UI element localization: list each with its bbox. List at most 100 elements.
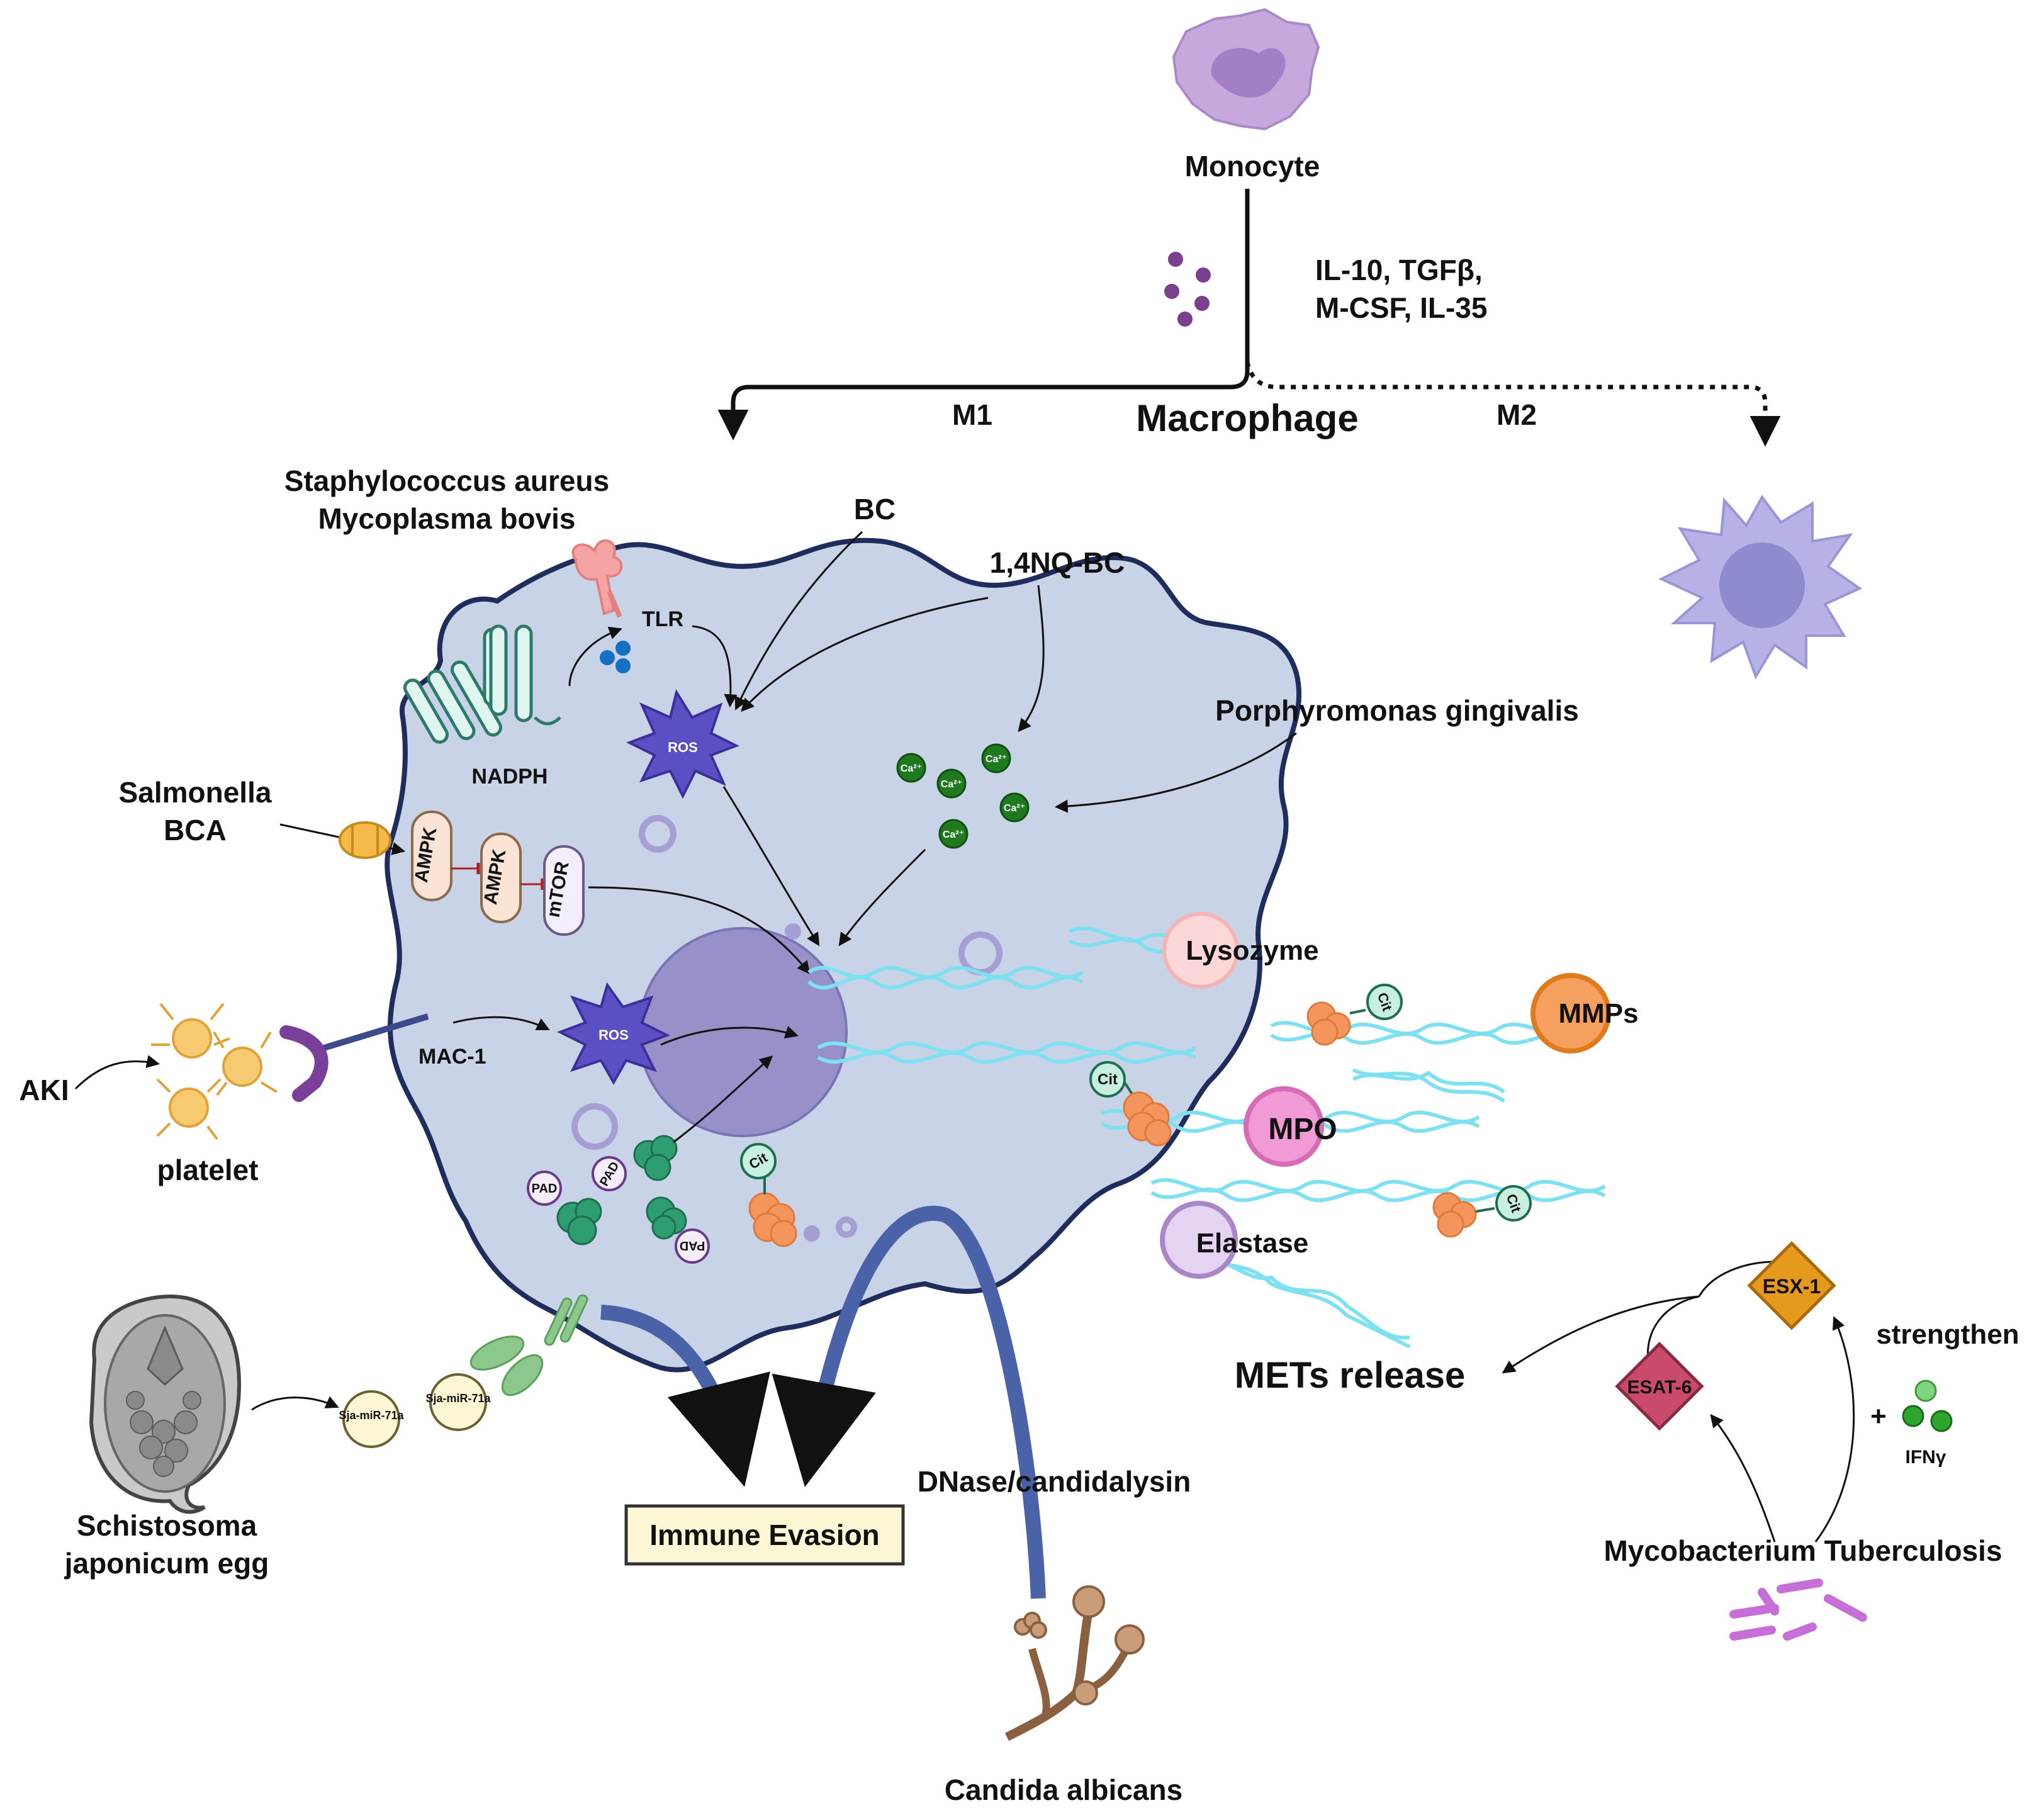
lysozyme-label: Lysozyme: [1186, 935, 1318, 966]
immune-evasion-arrow-right: [772, 1205, 1046, 1599]
mac1-receptor-icon: [279, 1013, 429, 1102]
pad-label-3: PAD: [680, 1239, 705, 1252]
ca-label-1: Ca²⁺: [901, 763, 922, 774]
schistosoma-egg-icon: [89, 1294, 242, 1514]
ca-label-5: Ca²⁺: [943, 829, 964, 840]
esat6-icon: [1615, 1341, 1704, 1431]
mirna-receptor-icon: [469, 1294, 588, 1396]
bc-to-ros-arrow: [734, 531, 863, 711]
lysozyme-icon: [1162, 912, 1239, 989]
ros-burst-mid-icon: [557, 982, 670, 1086]
staph-label-line2: Mycoplasma bovis: [318, 502, 575, 535]
citrullinated-histone-outer-1: [1306, 984, 1403, 1046]
ros-top-label: ROS: [668, 739, 698, 755]
porphyromonas-to-calcium-arrow: [1054, 732, 1297, 813]
tlr-to-ros-arrow: [692, 625, 738, 708]
aki-label: AKI: [19, 1074, 69, 1106]
nq-bc-label: 1,4NQ-BC: [990, 546, 1125, 579]
esat6-label: ESAT-6: [1627, 1377, 1692, 1398]
sja-mirna-2-label: Sja-miR-71a: [425, 1392, 491, 1405]
mmps-icon: [1530, 973, 1611, 1054]
ros-mid-to-nucleus-arrow: [660, 1026, 799, 1046]
egg-to-mirna-arrow: [251, 1396, 339, 1411]
pad-to-nucleus-arrow: [673, 1055, 773, 1144]
ca-label-3: Ca²⁺: [986, 754, 1007, 765]
mycobacterium-rods-icon: [1729, 1578, 1867, 1641]
cytokines-label-line2: M-CSF, IL-35: [1315, 291, 1487, 324]
ampk-1-icon: [411, 811, 452, 901]
ros-to-nucleus-arrow: [722, 786, 820, 947]
sja-mirna-1-icon: [342, 1390, 400, 1448]
mtb-to-esat6-arrow: [1710, 1413, 1776, 1542]
immune-evasion-box: [624, 1504, 905, 1566]
nucleus: [637, 927, 848, 1137]
candida-albicans-icon: [1004, 1585, 1145, 1741]
tlr-label: TLR: [642, 607, 683, 631]
m2-macrophage-cell-icon: [1658, 495, 1863, 680]
platelet-label: platelet: [157, 1154, 258, 1186]
calcium-ions-icon: [896, 743, 1030, 849]
citrullinated-histone-outer-3: [1432, 1185, 1532, 1238]
immune-evasion-label: Immune Evasion: [649, 1519, 880, 1551]
elastase-icon: [1160, 1201, 1238, 1279]
mtb-to-esx1-arrow: [1814, 1316, 1855, 1542]
cit-label-3: Cit: [1098, 1071, 1118, 1088]
nadph-label: NADPH: [472, 765, 548, 789]
citrullinated-histone-outer-2: [1089, 1061, 1172, 1147]
mets-release-label: METs release: [1235, 1355, 1465, 1396]
macrophage-label: Macrophage: [1136, 397, 1358, 439]
immune-evasion-arrow-left: [600, 1305, 770, 1487]
nadph-oxidase-icon: [403, 624, 561, 744]
m2-label: M2: [1496, 398, 1537, 431]
mmps-label: MMPs: [1558, 998, 1638, 1029]
esx1-label: ESX-1: [1763, 1275, 1821, 1298]
mac1-to-ros-arrow: [452, 1016, 550, 1030]
mac1-label: MAC-1: [418, 1045, 486, 1069]
dnase-label: DNase/candidalysin: [918, 1465, 1191, 1498]
salmonella-label-line2: BCA: [164, 814, 227, 846]
schisto-label-line2: japonicum egg: [64, 1547, 269, 1580]
ros-mid-label: ROS: [598, 1027, 629, 1043]
elastase-label: Elastase: [1196, 1228, 1309, 1259]
monocyte-cell-icon: [1172, 8, 1320, 131]
staph-label-line1: Staphylococcus aureus: [284, 464, 609, 497]
mpo-icon: [1244, 1086, 1324, 1167]
monocyte-label: Monocyte: [1185, 150, 1320, 183]
plus-sign: +: [1870, 1401, 1887, 1432]
esx-esat-connector: [1647, 1261, 1775, 1366]
porphyromonas-label: Porphyromonas gingivalis: [1215, 694, 1579, 727]
cytokine-dots-icon: [1164, 252, 1211, 327]
mtb-label: Mycobacterium Tuberculosis: [1603, 1534, 2002, 1567]
bc-label: BC: [854, 493, 896, 525]
vesicles: [571, 815, 1002, 1242]
m2-branch-arrow: [1245, 361, 1781, 447]
esx1-icon: [1747, 1240, 1836, 1330]
tlr-receptor-icon: [571, 539, 623, 618]
platelet-cluster-icon: [151, 1003, 278, 1140]
nq-bc-to-calcium-arrow: [1018, 585, 1045, 733]
salmonella-label-line1: Salmonella: [119, 776, 272, 809]
nadph-to-tlr-arrow: [568, 626, 622, 687]
mtor-icon: [543, 845, 585, 936]
pad-enzyme-cluster: [527, 1135, 710, 1264]
citrullinated-histone-inner: [740, 1143, 797, 1247]
ros-burst-top-icon: [626, 688, 739, 799]
ligand-dots-icon: [600, 641, 631, 673]
schisto-label-line1: Schistosoma: [77, 1509, 257, 1542]
ca-label-4: Ca²⁺: [1004, 803, 1025, 814]
ca-label-2: Ca²⁺: [941, 779, 962, 790]
cytokines-label-line1: IL-10, TGFβ,: [1315, 254, 1483, 286]
nq-bc-to-ros-arrow: [741, 597, 989, 712]
candida-label: Candida albicans: [945, 1773, 1182, 1806]
ampk-2-icon: [480, 833, 522, 923]
sja-mirna-2-icon: [429, 1373, 487, 1431]
pad-label-2: PAD: [532, 1182, 558, 1196]
m1-branch-arrow: [717, 189, 1250, 441]
calcium-to-nucleus-arrow: [838, 848, 926, 947]
membrane-transporter-icon: [339, 821, 391, 859]
sja-mirna-1-label: Sja-miR-71a: [339, 1409, 404, 1422]
mpo-label: MPO: [1268, 1113, 1337, 1146]
aki-to-platelet-arrow: [74, 1055, 160, 1090]
